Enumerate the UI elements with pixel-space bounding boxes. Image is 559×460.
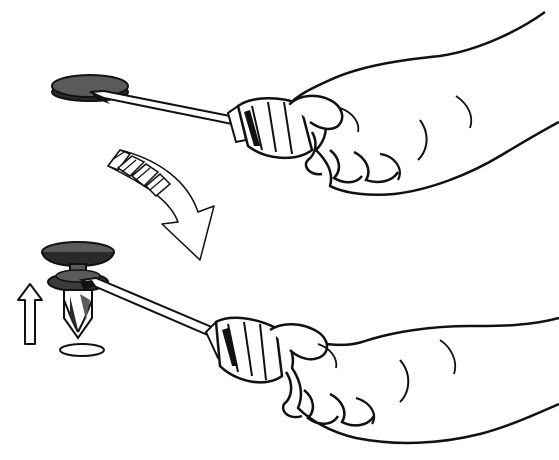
step-2-group — [17, 241, 559, 445]
curved-arrow-icon — [106, 149, 215, 261]
screwdriver-bottom — [78, 276, 284, 384]
step-1-group — [51, 10, 559, 196]
up-arrow-icon — [17, 283, 43, 345]
clip-lifted — [41, 241, 115, 340]
hand-top — [288, 10, 559, 196]
screwdriver-top — [89, 89, 314, 160]
hand-bottom — [269, 316, 559, 445]
panel-hole — [59, 343, 105, 357]
